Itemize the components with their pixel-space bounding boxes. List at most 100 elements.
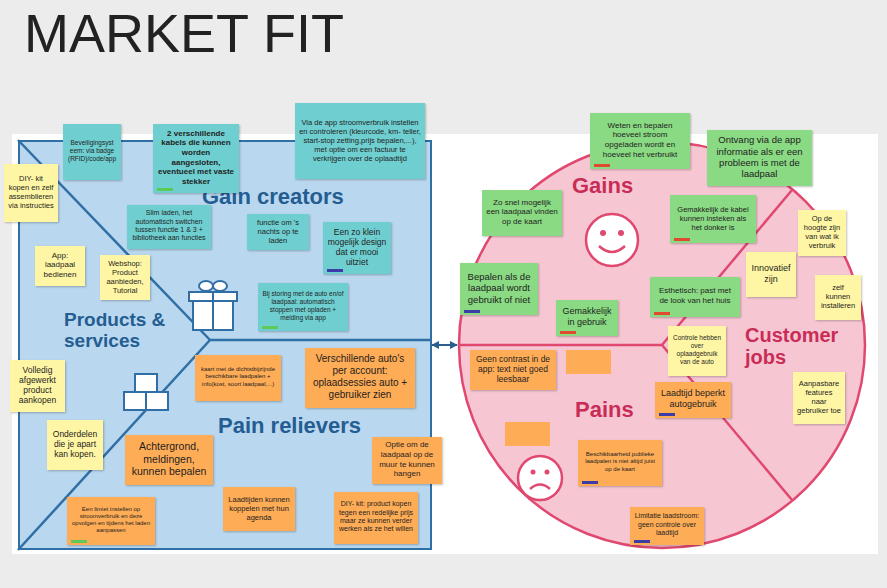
color-tag <box>71 540 87 543</box>
section-heading: Customer jobs <box>745 324 845 368</box>
color-tag <box>634 540 650 543</box>
note-text: Slim laden, het automatisch switchen tus… <box>131 209 207 243</box>
note-text: Volledig afgewerkt product aankopen <box>14 365 61 406</box>
sticky-note: kaart met de dichtstbijzijnde beschikbar… <box>195 355 281 401</box>
blank-sticky-note <box>566 350 611 374</box>
note-text: Bij storing met de auto en/of laadpaal: … <box>262 290 344 321</box>
note-text: Verschillende auto's per account: oplaad… <box>309 353 411 401</box>
note-text: DIY- kit: product kopen tegen een redeli… <box>338 500 414 534</box>
note-text: 2 verschillende kabels die kunnen worden… <box>157 129 235 187</box>
color-tag <box>594 164 610 167</box>
note-text: Webshop: Product aanbieden, Tutorial <box>104 259 146 295</box>
sticky-note: Op de hoogte zijn van wat ik verbruik <box>798 210 846 256</box>
note-text: Gemakkelijk in gebruik <box>560 306 614 328</box>
color-tag <box>464 310 480 313</box>
sticky-note: functie om 's nachts op te laden <box>247 214 309 250</box>
color-tag <box>654 312 670 315</box>
sticky-note: Geen contrast in de app: text niet goed … <box>470 350 556 390</box>
note-text: Esthetisch: past met de look van het hui… <box>654 286 736 305</box>
sticky-note: Innovatief zijn <box>746 252 796 297</box>
sticky-note: Webshop: Product aanbieden, Tutorial <box>100 255 150 300</box>
color-tag <box>262 326 278 329</box>
note-text: Gemakkelijk de kabel kunnen insteken als… <box>674 205 752 232</box>
note-text: Laadtijd beperkt autogebruik <box>659 388 727 410</box>
sticky-note: Verschillende auto's per account: oplaad… <box>305 348 415 408</box>
note-text: Laadtijden kunnen koppelen met hun agend… <box>227 495 291 522</box>
note-text: Een limiet instellen op stroomverbruik e… <box>71 506 151 535</box>
section-heading: Pains <box>575 398 634 422</box>
sticky-note: Een zo klein mogelijk design dat er mooi… <box>323 222 391 274</box>
sticky-note: Slim laden, het automatisch switchen tus… <box>127 205 211 249</box>
sticky-note: zelf kunnen installeren <box>815 275 861 320</box>
note-text: Limitatie laadstroom: geen controle over… <box>634 512 700 537</box>
sticky-note: Laadtijden kunnen koppelen met hun agend… <box>223 487 295 531</box>
sticky-note: Zo snel mogelijk een laadpaal vinden op … <box>482 190 562 236</box>
sticky-note: DIY- kit: product kopen tegen een redeli… <box>334 492 418 544</box>
sticky-note: Optie om de laadpaal op de muur te kunne… <box>372 437 442 484</box>
sticky-note: Gemakkelijk de kabel kunnen insteken als… <box>670 195 756 243</box>
blank-sticky-note <box>505 422 550 446</box>
gift-icon <box>189 281 237 330</box>
sticky-note: Beveiligingsyst eem: via badge (RFID)/co… <box>63 124 121 180</box>
color-tag <box>560 331 576 334</box>
note-text: Achtergrond, meldingen, kunnen bepalen <box>129 440 209 478</box>
value-map-dividers <box>18 140 432 550</box>
sticky-note: 2 verschillende kabels die kunnen worden… <box>153 124 239 193</box>
note-text: Bepalen als de laadpaal wordt gebruikt o… <box>464 271 534 305</box>
page-title: MARKET FIT <box>24 4 344 63</box>
note-text: Ontvang via de app informatie als er een… <box>711 134 808 180</box>
note-text: Op de hoogte zijn van wat ik verbruik <box>802 214 842 250</box>
note-text: Zo snel mogelijk een laadpaal vinden op … <box>486 198 558 227</box>
sticky-note: Laadtijd beperkt autogebruik <box>655 382 731 418</box>
sticky-note: Volledig afgewerkt product aankopen <box>10 360 65 412</box>
section-heading: Products & services <box>64 310 176 352</box>
color-tag <box>582 481 598 484</box>
note-text: Weten en bepalen hoeveel stroom opgelade… <box>594 121 686 159</box>
note-text: Onderdelen die je apart kan kopen. <box>51 429 99 460</box>
note-text: Via de app stroomverbruik instellen en c… <box>299 118 421 163</box>
note-text: App: laadpaal bedienen <box>39 251 81 280</box>
note-text: DIY- kit kopen en zelf assemblieren via … <box>8 174 54 210</box>
note-text: Optie om de laadpaal op de muur te kunne… <box>376 440 438 478</box>
note-text: Een zo klein mogelijk design dat er mooi… <box>327 227 387 268</box>
note-text: Geen contrast in de app: text niet goed … <box>474 354 552 385</box>
sticky-note: Via de app stroomverbruik instellen en c… <box>295 103 425 179</box>
sticky-note: DIY- kit kopen en zelf assemblieren via … <box>4 164 58 222</box>
note-text: kaart met de dichtstbijzijnde beschikbar… <box>199 366 277 388</box>
sticky-note: Een limiet instellen op stroomverbruik e… <box>67 497 155 545</box>
color-tag <box>157 188 173 191</box>
color-tag <box>659 413 675 416</box>
whiteboard <box>12 134 878 554</box>
note-text: functie om 's nachts op te laden <box>251 218 305 245</box>
sticky-note: Beschikbaarheid publieke laadpalen is ni… <box>578 440 662 486</box>
sticky-note: Weten en bepalen hoeveel stroom opgelade… <box>590 113 690 169</box>
note-text: Beveiligingsyst eem: via badge (RFID)/co… <box>67 139 117 162</box>
customer-profile-dividers <box>458 190 792 500</box>
frown-icon <box>518 456 562 500</box>
section-heading: Pain relievers <box>218 414 361 438</box>
sticky-note: Achtergrond, meldingen, kunnen bepalen <box>125 435 213 485</box>
sticky-note: Controle hebben over oplaadgebruik van d… <box>668 326 726 376</box>
sticky-note: Ontvang via de app informatie als er een… <box>707 130 812 186</box>
sticky-note: Bepalen als de laadpaal wordt gebruikt o… <box>460 263 538 315</box>
sticky-note: Gemakkelijk in gebruik <box>556 300 618 336</box>
sticky-note: Bij storing met de auto en/of laadpaal: … <box>258 283 348 331</box>
note-text: zelf kunnen installeren <box>819 283 857 310</box>
note-text: Beschikbaarheid publieke laadpalen is ni… <box>582 451 658 473</box>
fit-arrow <box>432 344 457 346</box>
sticky-note: Aanpasbare features naar gebruiker toe <box>793 372 845 424</box>
circle-shape <box>459 142 865 548</box>
smiley-icon <box>586 214 638 266</box>
note-text: Innovatief zijn <box>750 263 792 285</box>
sticky-note: Esthetisch: past met de look van het hui… <box>650 277 740 317</box>
color-tag <box>327 269 343 272</box>
note-text: Controle hebben over oplaadgebruik van d… <box>672 334 722 365</box>
sticky-note: Limitatie laadstroom: geen controle over… <box>630 507 704 545</box>
box-icon <box>124 374 168 410</box>
section-heading: Gains <box>572 174 633 198</box>
sticky-note: Onderdelen die je apart kan kopen. <box>47 420 103 470</box>
sticky-note: App: laadpaal bedienen <box>35 246 85 286</box>
note-text: Aanpasbare features naar gebruiker toe <box>797 379 841 415</box>
color-tag <box>674 238 690 241</box>
